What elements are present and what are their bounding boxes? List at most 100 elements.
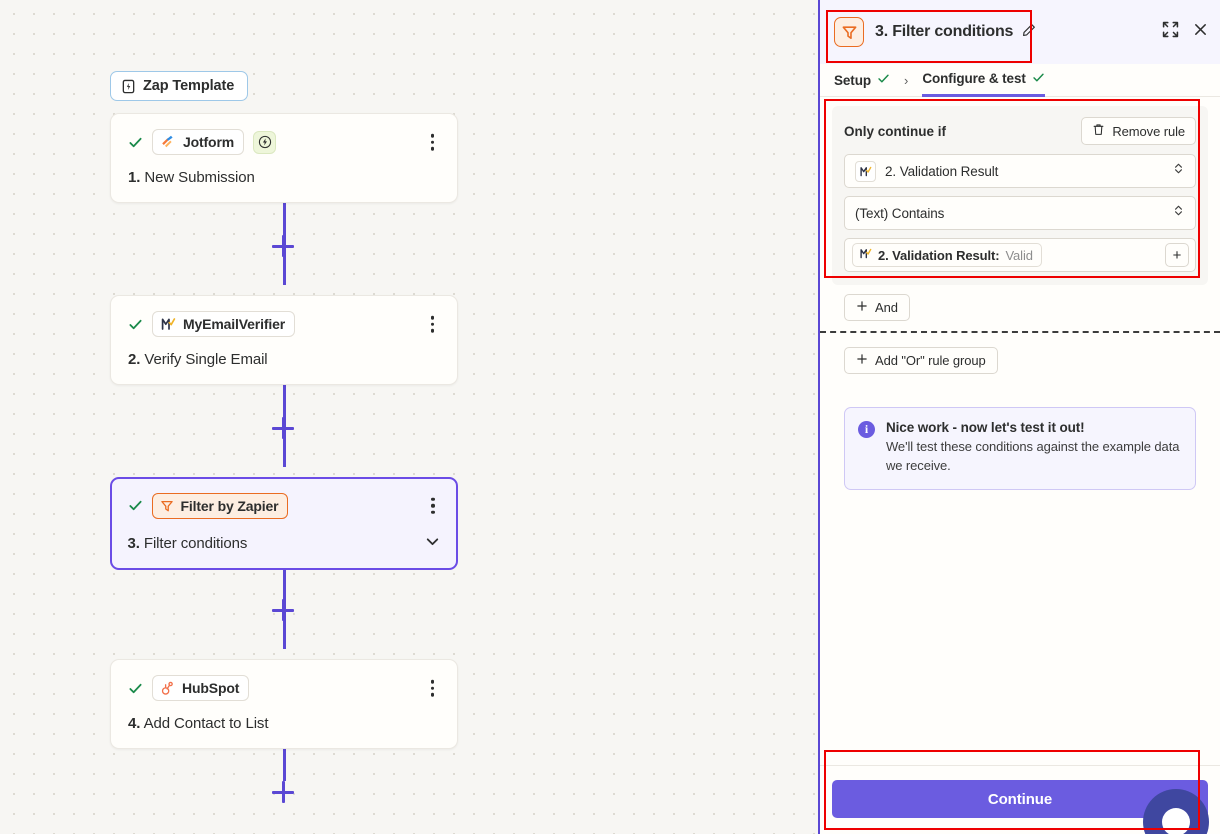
app-chip-myemailverifier: MyEmailVerifier [152,311,296,337]
node-title: 3. Filter conditions [128,533,441,554]
node-action-label: New Submission [144,169,255,186]
plus-icon [856,353,868,368]
rule-header: Only continue if Remove rule [844,117,1196,145]
tab-separator: › [904,72,909,88]
panel-title: 3. Filter conditions [875,23,1036,42]
check-icon [877,72,890,88]
value-token-value: Valid [1005,247,1033,263]
value-token[interactable]: 2. Validation Result: Valid [852,243,1042,267]
plus-icon[interactable]: + [1165,243,1189,267]
kebab-menu-icon[interactable] [425,493,441,518]
node-number: 4. [128,715,141,732]
bolt-icon [253,130,277,154]
node-header: Jotform [128,129,440,155]
check-icon [128,681,143,696]
funnel-icon [160,499,174,513]
kebab-menu-icon[interactable] [425,676,441,701]
workflow-node-myemailverifier[interactable]: MyEmailVerifier 2. Verify Single Email [110,295,458,385]
node-number: 2. [128,351,141,368]
panel-header: 3. Filter conditions [820,0,1220,64]
app-name-label: Filter by Zapier [180,497,279,514]
tab-label: Setup [834,72,872,88]
value-token-label: 2. Validation Result: [878,247,1000,263]
tab-setup[interactable]: Setup [834,64,890,97]
rule-condition-value: (Text) Contains [855,205,945,221]
info-icon: i [858,421,875,438]
tab-label: Configure & test [922,71,1026,86]
document-bolt-icon [121,79,136,94]
myemailverifier-icon [160,316,176,332]
app-name-label: HubSpot [182,680,240,696]
or-label: Add "Or" rule group [875,353,986,368]
workflow-node-filter[interactable]: Filter by Zapier 3. Filter conditions [110,477,458,570]
app-name-label: MyEmailVerifier [183,316,286,332]
remove-rule-button[interactable]: Remove rule [1081,117,1196,145]
connector-4-end [283,747,286,781]
check-icon [128,498,143,513]
panel-footer: Continue [820,765,1220,834]
chevron-down-icon[interactable] [424,533,441,554]
filter-rule-card: Only continue if Remove rule [832,106,1208,285]
workflow-canvas: Zap Template [0,0,818,834]
add-or-rule-group-button[interactable]: Add "Or" rule group [844,347,998,374]
app-name-label: Jotform [183,134,235,150]
node-title: 4. Add Contact to List [128,715,440,732]
close-icon[interactable] [1193,22,1208,42]
tab-configure-and-test[interactable]: Configure & test [922,64,1045,97]
panel-body: Only continue if Remove rule [820,97,1220,765]
add-step-button-3[interactable] [272,599,294,621]
app-chip-jotform: Jotform [152,129,245,155]
check-icon [1032,71,1045,87]
or-row: Add "Or" rule group [820,333,1220,374]
rule-group-divider [820,331,1220,333]
rule-field-value: 2. Validation Result [885,163,999,179]
node-action-label: Filter conditions [143,534,248,552]
only-continue-if-label: Only continue if [844,123,947,139]
rule-value-field[interactable]: 2. Validation Result: Valid + [844,238,1196,272]
updown-caret-icon [1172,204,1185,222]
updown-caret-icon [1172,162,1185,180]
rule-field-select[interactable]: 2. Validation Result [844,154,1196,188]
kebab-menu-icon[interactable] [425,312,441,337]
node-action-label: Verify Single Email [144,351,268,368]
node-action-label: Add Contact to List [143,715,269,732]
add-step-button-1[interactable] [272,235,294,257]
workflow-node-hubspot[interactable]: HubSpot 4. Add Contact to List [110,659,458,749]
and-row: And [820,285,1220,321]
rule-condition-select[interactable]: (Text) Contains [844,196,1196,230]
app-chip-hubspot: HubSpot [152,675,250,701]
node-title: 1. New Submission [128,169,440,186]
callout-body: We'll test these conditions against the … [886,439,1180,473]
workflow-node-jotform[interactable]: Jotform 1. New Submission [110,113,458,203]
funnel-icon [834,17,864,47]
jotform-icon [160,134,176,150]
node-header: HubSpot [128,675,440,701]
panel-header-actions [1162,21,1208,43]
myemailverifier-icon [859,247,872,263]
add-step-button-2[interactable] [272,417,294,439]
info-callout: i Nice work - now let's test it out! We'… [844,407,1196,490]
node-header: MyEmailVerifier [128,311,440,337]
add-and-condition-button[interactable]: And [844,294,910,321]
panel-tabs: Setup › Configure & test [820,64,1220,97]
add-step-button-4[interactable] [272,781,294,803]
expand-icon[interactable] [1162,21,1179,43]
zap-template-badge: Zap Template [110,71,249,101]
node-header: Filter by Zapier [128,492,441,519]
trash-icon [1092,123,1105,139]
panel-title-text: 3. Filter conditions [875,23,1014,40]
check-icon [128,317,143,332]
app-chip-filter-by-zapier: Filter by Zapier [151,492,289,519]
check-icon [128,135,143,150]
myemailverifier-icon [855,160,876,182]
plus-icon [856,300,868,315]
callout-title: Nice work - now let's test it out! [886,420,1085,435]
kebab-menu-icon[interactable] [425,130,441,155]
remove-rule-label: Remove rule [1112,123,1185,139]
node-title: 2. Verify Single Email [128,351,440,368]
node-number: 1. [128,169,141,186]
hubspot-icon [160,681,175,696]
step-detail-panel: 3. Filter conditions [818,0,1220,834]
and-label: And [875,300,898,315]
pencil-icon[interactable] [1022,23,1036,42]
